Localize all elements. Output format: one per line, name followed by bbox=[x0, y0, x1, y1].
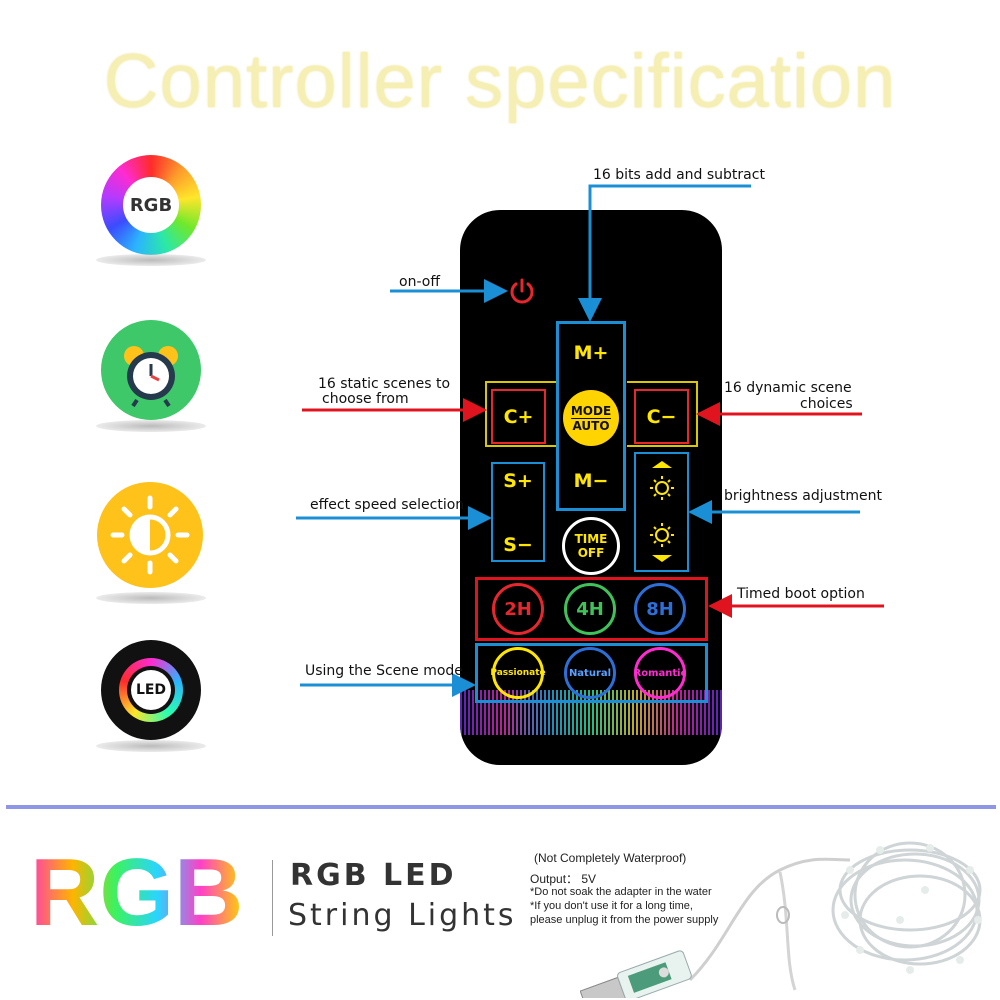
product-line-1: RGB LED bbox=[290, 858, 457, 893]
icon-shadow bbox=[96, 254, 206, 266]
c-plus-button[interactable]: C+ bbox=[491, 389, 546, 444]
brightness-down-icon[interactable] bbox=[642, 517, 682, 567]
timer-8h-button[interactable]: 8H bbox=[634, 583, 686, 635]
scene-natural-label: Natural bbox=[568, 667, 612, 679]
note-unplug: please unplug it from the power supply bbox=[530, 914, 719, 926]
product-line-2: String Lights bbox=[288, 898, 517, 933]
timer-2h-button[interactable]: 2H bbox=[492, 583, 544, 635]
string-lights-product-image bbox=[580, 841, 982, 998]
s-plus-button[interactable]: S+ bbox=[503, 470, 533, 492]
led-icon: LED bbox=[101, 640, 201, 740]
scene-romantic-label: Romantic bbox=[633, 667, 687, 679]
rgb-color-wheel-icon: RGB bbox=[101, 155, 201, 255]
note-unused: *If you don't use it for a long time, bbox=[530, 900, 693, 912]
callout-timed: Timed boot option bbox=[737, 586, 865, 602]
power-icon[interactable] bbox=[507, 276, 537, 306]
scene-passionate-button[interactable]: Passionate bbox=[490, 647, 546, 699]
mode-group-box bbox=[556, 321, 626, 511]
callout-dynamic-1: 16 dynamic scene bbox=[724, 380, 852, 396]
mode-label: MODE bbox=[570, 403, 612, 419]
auto-label: AUTO bbox=[572, 418, 610, 433]
callout-static-1: 16 static scenes to bbox=[318, 376, 451, 392]
timer-4h-button[interactable]: 4H bbox=[564, 583, 616, 635]
half-sun-glyph bbox=[110, 495, 190, 575]
timer-2h-label: 2H bbox=[504, 598, 532, 620]
c-minus-button[interactable]: C− bbox=[634, 389, 689, 444]
off-label: OFF bbox=[577, 546, 605, 560]
brightness-up-icon[interactable] bbox=[642, 458, 682, 508]
m-minus-button[interactable]: M− bbox=[573, 470, 609, 492]
scene-passionate-label: Passionate bbox=[490, 668, 546, 678]
speed-group-box bbox=[491, 462, 545, 562]
icon-shadow bbox=[96, 740, 206, 752]
icon-shadow bbox=[96, 420, 206, 432]
c-plus-label: C+ bbox=[503, 405, 534, 428]
note-output: Output： 5V bbox=[530, 872, 597, 886]
note-waterproof: (Not Completely Waterproof) bbox=[534, 851, 687, 865]
m-plus-button[interactable]: M+ bbox=[573, 342, 609, 364]
rgb-logo-text: RGB bbox=[30, 839, 244, 946]
brightness-icon bbox=[97, 482, 203, 588]
scene-natural-button[interactable]: Natural bbox=[564, 647, 616, 699]
callout-speed: effect speed selection bbox=[310, 497, 465, 513]
time-off-button[interactable]: TIME OFF bbox=[562, 517, 620, 575]
icon-shadow bbox=[96, 592, 206, 604]
page-title: Controller specification bbox=[103, 39, 897, 124]
callout-static-2: choose from bbox=[322, 391, 409, 407]
scene-romantic-button[interactable]: Romantic bbox=[633, 647, 687, 699]
callout-scene: Using the Scene mode bbox=[305, 663, 463, 679]
s-minus-button[interactable]: S− bbox=[503, 534, 533, 556]
section-divider bbox=[6, 805, 996, 809]
callout-dynamic-2: choices bbox=[800, 396, 853, 412]
rgb-label: RGB bbox=[129, 194, 173, 216]
callout-on-off: on-off bbox=[399, 274, 440, 290]
mode-auto-button[interactable]: MODE AUTO bbox=[563, 390, 619, 446]
led-label: LED bbox=[135, 682, 167, 698]
timer-group-box bbox=[475, 577, 708, 641]
note-no-soak: *Do not soak the adapter in the water bbox=[530, 886, 712, 898]
alarm-clock-glyph bbox=[124, 346, 178, 408]
time-label: TIME bbox=[574, 532, 608, 546]
callout-brightness: brightness adjustment bbox=[724, 488, 882, 504]
c-minus-label: C− bbox=[646, 405, 677, 428]
timer-4h-label: 4H bbox=[576, 598, 604, 620]
alarm-clock-icon bbox=[101, 320, 201, 420]
callout-add-subtract: 16 bits add and subtract bbox=[593, 167, 765, 183]
timer-8h-label: 8H bbox=[646, 598, 674, 620]
callout-arrows bbox=[296, 184, 884, 697]
footer-separator bbox=[272, 860, 273, 936]
scene-group-box bbox=[475, 643, 708, 703]
